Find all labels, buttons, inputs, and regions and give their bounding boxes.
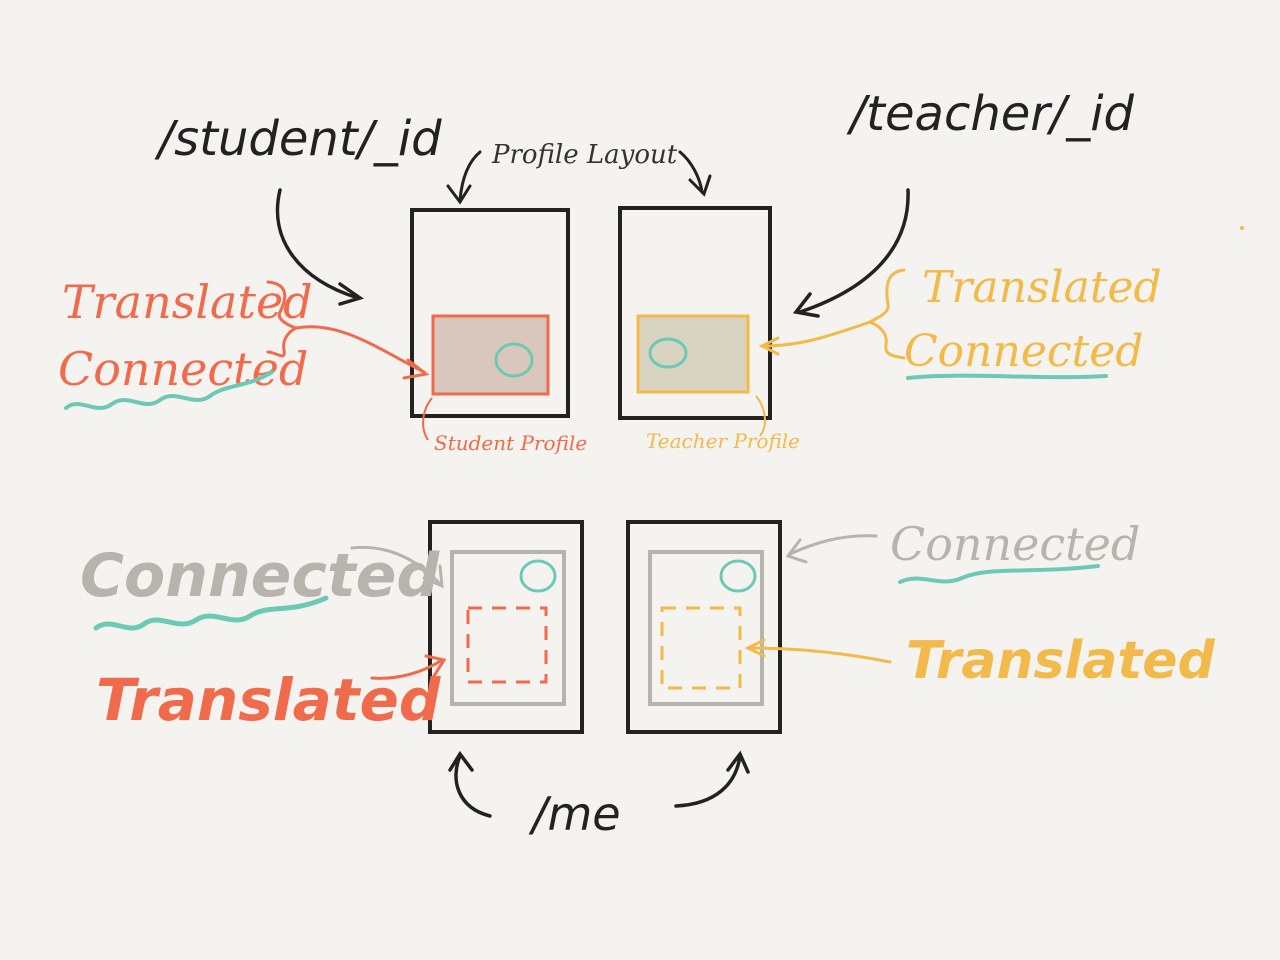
profile-layout-label: Profile Layout [491,140,678,170]
me-connected-panel-right [648,550,764,706]
me-route-arrow-right [674,750,750,808]
profile-layout-arrow-right [678,150,712,197]
teacher-profile-component [636,314,750,394]
student-route-arrow [275,188,364,306]
teacher-profile-hook [755,395,766,437]
me-route-arrow-left [448,750,492,818]
student-profile-hook [422,397,433,441]
student-translated-label: Translated [62,275,313,329]
me-left-connected-wavy-underline-icon [93,595,329,631]
teacher-annotation-arrow [758,320,872,356]
teacher-profile-label: Teacher Profile [646,429,800,453]
student-layout-frame [410,208,570,418]
teacher-brace-icon [866,268,906,360]
student-avatar-circle-icon [494,342,534,378]
me-left-translated-label: Translated [96,666,441,734]
teacher-route-arrow [792,188,910,318]
stray-dot [1240,226,1244,230]
student-route-label: /student/_id [154,111,442,167]
me-left-avatar-circle-icon [519,559,557,593]
me-route-label: /me [528,787,621,841]
me-connected-panel-left [450,550,566,706]
student-profile-component [431,314,550,396]
me-right-translated-label: Translated [906,631,1216,691]
me-layout-frame-left [428,520,584,734]
me-layout-frame-right [626,520,782,734]
student-connected-wavy-underline-icon [64,370,274,410]
teacher-connected-wavy-underline-icon [906,373,1108,380]
me-right-connected-label: Connected [890,517,1140,571]
me-student-translated-slot [466,606,548,684]
profile-layout-arrow-left [446,150,482,205]
me-teacher-translated-slot [660,606,742,690]
student-connected-label: Connected [58,342,308,396]
me-left-connected-arrow [350,545,444,589]
me-right-connected-arrow [785,534,878,564]
teacher-translated-label: Translated [922,262,1162,313]
teacher-avatar-circle-icon [648,337,688,369]
student-annotation-arrow [294,325,430,380]
me-right-translated-arrow [744,638,892,664]
teacher-route-label: /teacher/_id [846,86,1135,142]
me-right-avatar-circle-icon [719,559,757,593]
me-right-connected-wavy-underline-icon [898,564,1100,584]
me-left-translated-arrow [370,654,447,680]
teacher-connected-label: Connected [904,326,1143,377]
student-profile-label: Student Profile [434,431,587,455]
me-left-connected-label: Connected [80,541,440,611]
teacher-layout-frame [618,206,772,420]
